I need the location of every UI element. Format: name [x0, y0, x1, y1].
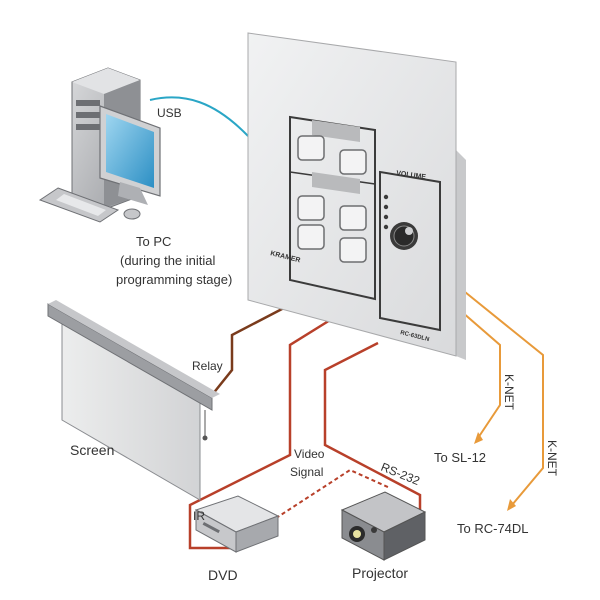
labels: USB To PC (during the initial programmin… — [70, 106, 559, 583]
knet-cable-rc74dl — [464, 291, 544, 506]
volume-knob-icon — [390, 222, 418, 250]
knet-label-1: K-NET — [502, 374, 516, 411]
screen-label: Screen — [70, 442, 114, 458]
dvd-projector-dashed — [269, 468, 391, 523]
projection-screen-icon — [47, 300, 220, 501]
dvd-player-icon — [194, 495, 280, 553]
control-panel: VOLUME KRAMER RC-63DLN — [247, 32, 466, 360]
to-sl12-label: To SL-12 — [434, 450, 486, 465]
signal-label: Signal — [290, 465, 323, 479]
ir-label: IR — [193, 509, 205, 523]
pc-icon — [38, 67, 161, 223]
projector-icon — [340, 491, 427, 561]
relay-cable — [211, 295, 306, 396]
arrow-rc74dl-icon — [507, 499, 516, 511]
projector-label: Projector — [352, 565, 408, 581]
ir-cable — [188, 315, 336, 550]
volume-led-icons — [383, 194, 389, 230]
relay-label: Relay — [192, 359, 223, 373]
panel-buttons — [297, 135, 367, 263]
to-pc-note-2: programming stage) — [116, 272, 232, 287]
volume-label: VOLUME — [396, 170, 427, 181]
knet-cable-sl12 — [461, 311, 501, 439]
cables — [149, 96, 544, 550]
knet-label-2: K-NET — [545, 440, 559, 477]
to-pc-note-1: (during the initial — [120, 253, 215, 268]
dvd-label: DVD — [208, 567, 238, 583]
video-label: Video — [294, 447, 325, 461]
to-rc74dl-label: To RC-74DL — [457, 521, 529, 536]
to-pc-label: To PC — [136, 234, 171, 249]
usb-label: USB — [157, 106, 182, 120]
usb-cable — [149, 96, 249, 137]
arrow-sl12-icon — [474, 432, 483, 444]
